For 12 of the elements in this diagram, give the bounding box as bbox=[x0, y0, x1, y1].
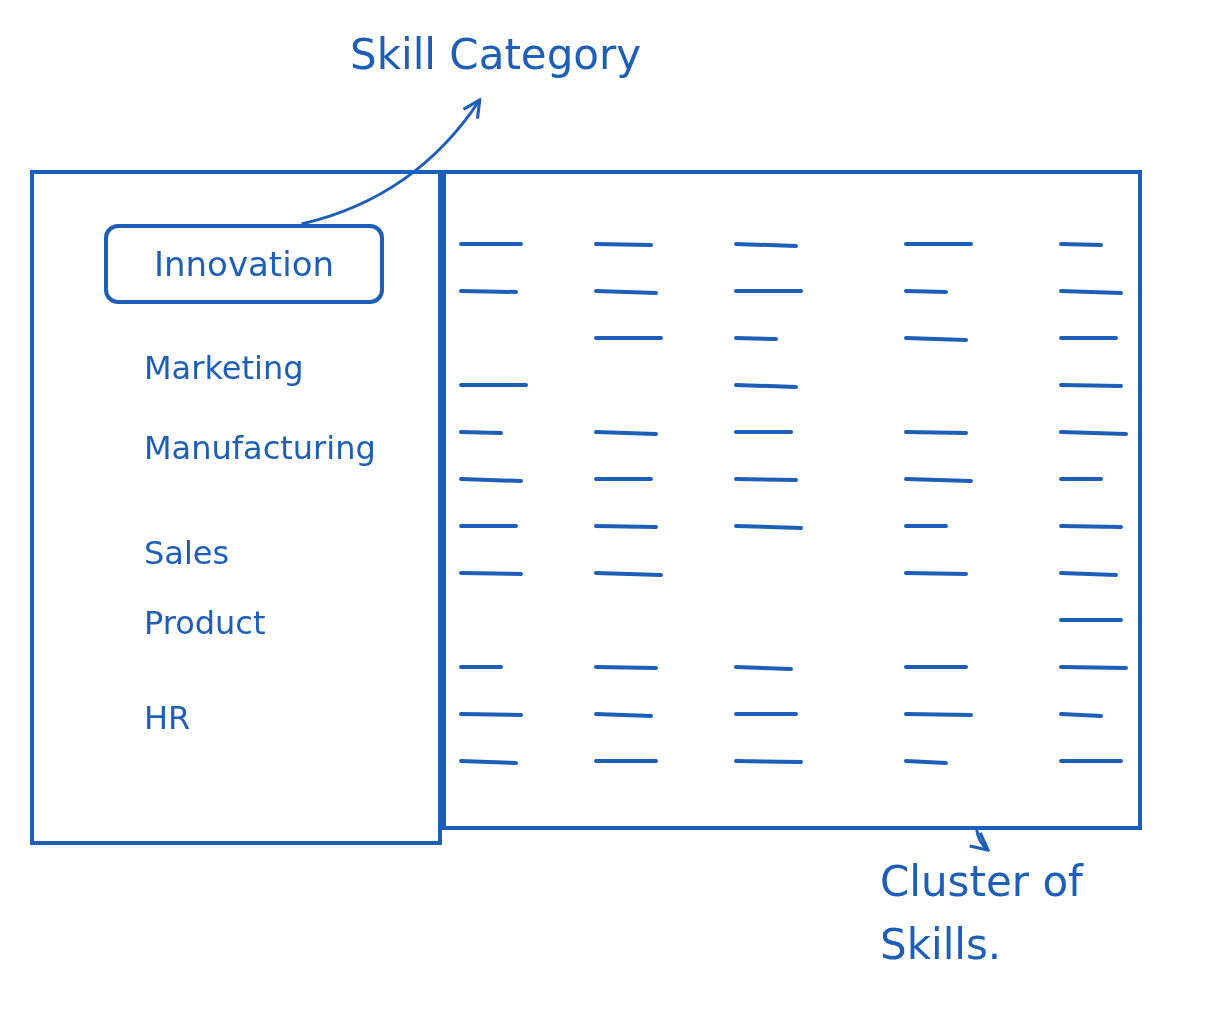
skills-panel bbox=[442, 170, 1142, 830]
category-panel bbox=[30, 170, 442, 845]
arrow bbox=[968, 829, 990, 852]
category-label: HR bbox=[144, 699, 191, 737]
arrow bbox=[301, 98, 482, 226]
selected-category: Innovation bbox=[104, 224, 384, 304]
heading-text: Skill Category bbox=[350, 30, 710, 100]
category-label: Product bbox=[144, 604, 266, 642]
category-label: Manufacturing bbox=[144, 429, 376, 467]
category-label: Sales bbox=[144, 534, 230, 572]
annotation-text: Cluster of Skills. bbox=[880, 850, 1180, 1000]
category-label: Marketing bbox=[144, 349, 304, 387]
